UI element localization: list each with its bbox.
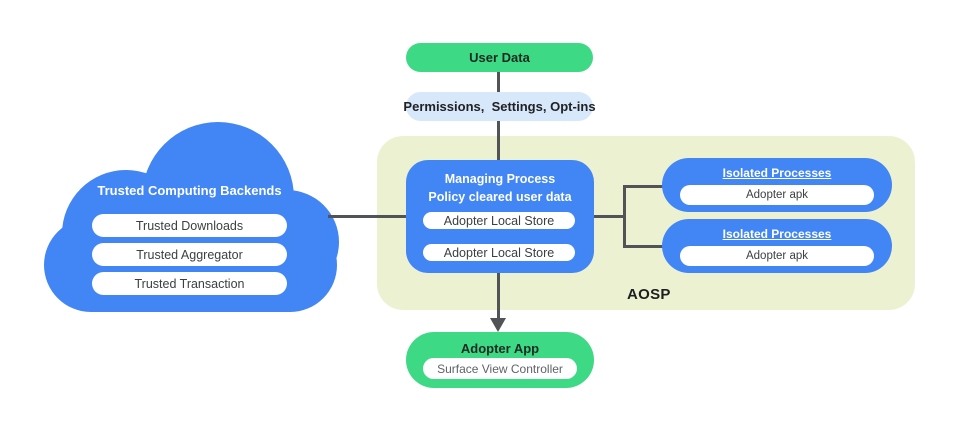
- surface-view-controller-label: Surface View Controller: [437, 361, 563, 376]
- store-pill-label: Adopter Local Store: [443, 213, 555, 228]
- connector-permissions-managing: [497, 119, 500, 162]
- user-data-node: User Data: [406, 43, 593, 72]
- aosp-label: AOSP: [627, 286, 671, 303]
- permissions-label: Permissions, Settings, Opt-ins: [403, 99, 596, 114]
- connector-branch-isolated-1: [623, 185, 664, 188]
- managing-title-line1: Managing Process: [444, 172, 556, 186]
- arrow-down-icon: [490, 318, 506, 332]
- user-data-label: User Data: [469, 50, 530, 65]
- isolated-process-node-1: Isolated Processes Adopter apk: [662, 158, 892, 212]
- managing-title-line2: Policy cleared user data: [428, 189, 572, 204]
- adopter-apk-label: Adopter apk: [745, 250, 808, 262]
- adopter-local-store-pill-1: Adopter Local Store: [423, 212, 575, 229]
- adopter-local-store-pill-2: Adopter Local Store: [423, 244, 575, 261]
- store-pill-label: Adopter Local Store: [443, 245, 555, 260]
- cloud-item-label: Trusted Downloads: [135, 218, 244, 233]
- managing-process-node: Managing Process Policy cleared user dat…: [406, 160, 594, 273]
- connector-managing-adopterapp: [497, 270, 500, 320]
- connector-userdata-permissions: [497, 71, 500, 93]
- adopter-apk-label: Adopter apk: [745, 189, 808, 201]
- managing-process-title: Managing Process Policy cleared user dat…: [406, 171, 594, 206]
- adopter-app-title: Adopter App: [460, 341, 540, 356]
- cloud-title: Trusted Computing Backends: [97, 183, 282, 198]
- isolated-title-1: Isolated Processes: [722, 166, 832, 180]
- isolated-process-node-2: Isolated Processes Adopter apk: [662, 219, 892, 273]
- connector-managing-branch: [592, 215, 626, 218]
- cloud-item-label: Trusted Transaction: [134, 276, 245, 291]
- permissions-node: Permissions, Settings, Opt-ins: [403, 92, 596, 121]
- cloud-item-trusted-transaction: Trusted Transaction: [92, 272, 287, 295]
- adopter-apk-pill-1: Adopter apk: [680, 185, 874, 205]
- cloud-item-trusted-downloads: Trusted Downloads: [92, 214, 287, 237]
- connector-branch-isolated-2: [623, 245, 664, 248]
- connector-cloud-managing: [328, 215, 408, 218]
- cloud-item-label: Trusted Aggregator: [136, 247, 243, 262]
- cloud-item-trusted-aggregator: Trusted Aggregator: [92, 243, 287, 266]
- connector-branch-vertical: [623, 185, 626, 248]
- adopter-app-node: Adopter App Surface View Controller: [406, 332, 594, 388]
- adopter-apk-pill-2: Adopter apk: [680, 246, 874, 266]
- surface-view-controller-pill: Surface View Controller: [423, 358, 577, 379]
- isolated-title-2: Isolated Processes: [722, 227, 832, 241]
